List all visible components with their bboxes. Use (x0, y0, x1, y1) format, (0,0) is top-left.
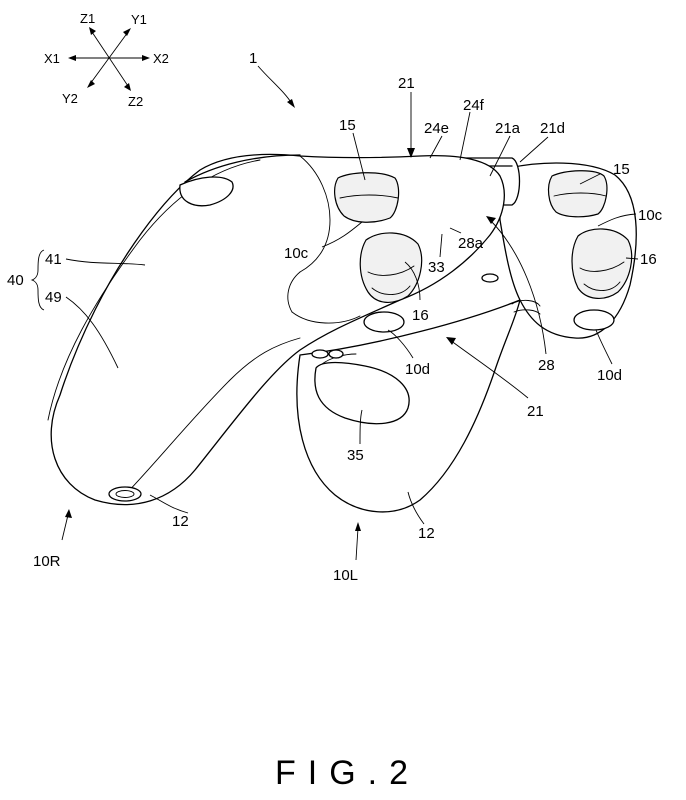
label-15-right: 15 (613, 161, 630, 178)
label-21a: 21a (495, 120, 521, 137)
label-10c-right: 10c (638, 207, 663, 224)
figure-caption: FIG.2 (275, 754, 420, 792)
label-21d: 21d (540, 120, 565, 137)
label-16-right: 16 (640, 251, 657, 268)
leader-lines (30, 65, 639, 561)
axis-label-x1: X1 (44, 51, 60, 66)
label-1: 1 (249, 50, 257, 67)
label-24f: 24f (463, 97, 485, 114)
label-16-left: 16 (412, 307, 429, 324)
axis-label-z2: Z2 (128, 94, 143, 109)
label-10d-right: 10d (597, 367, 622, 384)
label-33: 33 (428, 259, 445, 276)
label-10L: 10L (333, 567, 358, 584)
right-grip-10R (47, 153, 505, 506)
axis-compass: Z1 Y1 X1 X2 Y2 Z2 (44, 11, 169, 109)
axis-label-y2: Y2 (62, 91, 78, 106)
label-28a: 28a (458, 235, 484, 252)
right-trigger-housing (499, 162, 637, 339)
label-15-left: 15 (339, 117, 356, 134)
label-41: 41 (45, 251, 62, 268)
label-21-top: 21 (398, 75, 415, 92)
label-40: 40 (7, 272, 24, 289)
left-grip-10L (296, 299, 521, 513)
label-28: 28 (538, 357, 555, 374)
reference-labels: 1 21 24e 24f 21a 21d 15 15 10c 10c 16 16… (7, 50, 663, 584)
axis-label-y1: Y1 (131, 12, 147, 27)
label-12-left: 12 (172, 513, 189, 530)
label-24e: 24e (424, 120, 449, 137)
axis-label-z1: Z1 (80, 11, 95, 26)
label-10c-left: 10c (284, 245, 309, 262)
label-49: 49 (45, 289, 62, 306)
axis-label-x2: X2 (153, 51, 169, 66)
label-10d-left: 10d (405, 361, 430, 378)
label-21-bottom: 21 (527, 403, 544, 420)
label-35: 35 (347, 447, 364, 464)
label-12-right: 12 (418, 525, 435, 542)
label-10R: 10R (33, 553, 61, 570)
